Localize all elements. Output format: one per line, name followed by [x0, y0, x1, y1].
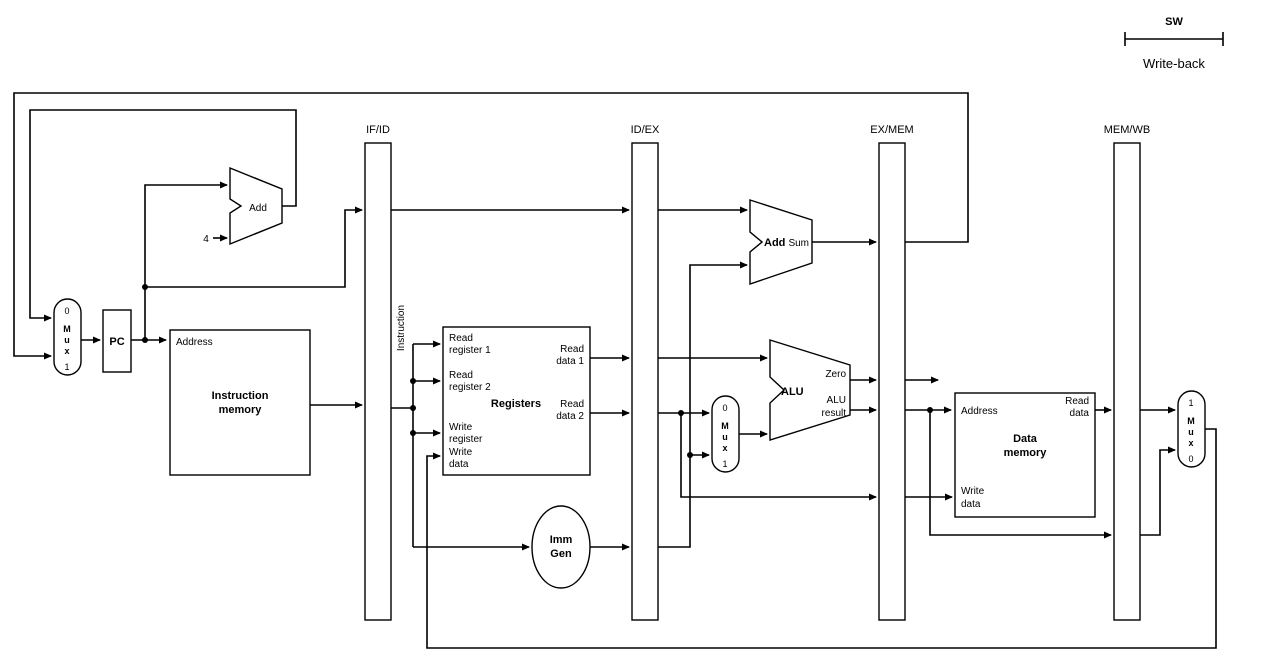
- read-data-2-label-line1: Read: [560, 399, 584, 410]
- alu-result-label-line1: ALU: [827, 395, 846, 406]
- wire-pc-to-adder: [144, 181, 228, 340]
- dmem-read-data-label-line1: Read: [1065, 396, 1089, 407]
- read-register-2-label-line2: register 2: [449, 382, 491, 393]
- wire-imm-to-branch-adder: [658, 261, 748, 548]
- alu-mux-letter-u: u: [722, 432, 728, 442]
- branch-adder: [749, 199, 813, 285]
- alu-mux-input-1-label: 1: [722, 459, 727, 469]
- wb-mux-letter-x: x: [1188, 438, 1193, 448]
- writeback-mux: 1 M u x 0: [1177, 390, 1206, 468]
- dmem-write-data-label-line2: data: [961, 499, 981, 510]
- stage-bracket: [1124, 32, 1224, 46]
- read-data-1-label-line2: data 1: [556, 356, 584, 367]
- writeback-mux-shape: [1177, 390, 1206, 468]
- read-data-1-label-line1: Read: [560, 344, 584, 355]
- pc-adder-label: Add: [249, 203, 267, 214]
- pc-mux-input-1-label: 1: [64, 362, 69, 372]
- imm-gen-label-line2: Gen: [550, 548, 572, 560]
- alu-label: ALU: [781, 386, 804, 398]
- write-data-label-line1: Write: [449, 447, 473, 458]
- alu-shape: [769, 339, 851, 441]
- alu-source-mux-shape: [711, 395, 740, 473]
- imem-name-line2: memory: [219, 404, 263, 416]
- pc-source-mux-shape: [53, 298, 82, 376]
- junction-pc-ifid: [142, 284, 148, 290]
- pc-mux-letter-m: M: [63, 324, 71, 334]
- idex-register: [631, 142, 659, 621]
- stage-name-label: Write-back: [1143, 56, 1205, 71]
- exmem-label: EX/MEM: [870, 124, 913, 136]
- read-register-1-label-line1: Read: [449, 333, 473, 344]
- memwb-label: MEM/WB: [1104, 124, 1150, 136]
- pc-adder: [229, 166, 283, 246]
- pc-mux-letter-u: u: [64, 335, 70, 345]
- pc-mux-input-0-label: 0: [64, 306, 69, 316]
- ifid-register: [364, 142, 392, 621]
- wb-mux-letter-m: M: [1187, 416, 1195, 426]
- dmem-address-port-label: Address: [961, 406, 998, 417]
- wires: [13, 92, 1217, 649]
- wb-mux-input-1-label: 1: [1188, 398, 1193, 408]
- wire-branch-target-feedback: [13, 92, 969, 360]
- imm-gen-shape: [531, 505, 591, 589]
- junction-alu-result: [927, 407, 933, 413]
- pc-label: PC: [109, 336, 124, 348]
- imem-name-line1: Instruction: [212, 390, 269, 402]
- pc-source-mux: 0 M u x 1: [53, 298, 82, 376]
- read-data-2-label-line2: data 2: [556, 411, 584, 422]
- junction-instr-wr: [410, 430, 416, 436]
- idex-label: ID/EX: [631, 124, 660, 136]
- alu-mux-input-0-label: 0: [722, 403, 727, 413]
- data-memory-box: [954, 392, 1096, 518]
- wire-pc-plus-4-feedback: [29, 109, 297, 322]
- imm-gen-label-line1: Imm: [550, 534, 573, 546]
- dmem-write-data-label-line1: Write: [961, 486, 985, 497]
- wire-pc-to-ifid: [145, 206, 363, 288]
- wire-writeback-feedback: [426, 428, 1217, 649]
- dmem-read-data-label-line2: data: [1070, 408, 1090, 419]
- junction-instr-rr2: [410, 378, 416, 384]
- exmem-register: [878, 142, 906, 621]
- wire-alu-result-bypass-to-memwb: [929, 410, 1112, 539]
- registers-box: [442, 326, 591, 476]
- instruction-bus-label: Instruction: [396, 305, 407, 351]
- junction-pc: [142, 337, 148, 343]
- wb-mux-letter-u: u: [1188, 427, 1194, 437]
- alu-mux-letter-m: M: [721, 421, 729, 431]
- instruction-memory-box: [169, 329, 311, 476]
- dmem-name-line1: Data: [1013, 433, 1038, 445]
- branch-adder-sum-label: Sum: [788, 238, 809, 249]
- pc-adder-increment-label: 4: [203, 234, 209, 245]
- junction-dots: [142, 284, 933, 458]
- wire-bypass-to-wb-mux: [1140, 446, 1176, 536]
- imem-address-port-label: Address: [176, 337, 213, 348]
- write-register-label-line1: Write: [449, 422, 473, 433]
- stage-annotation: SW Write-back: [1124, 16, 1224, 71]
- pc-mux-letter-x: x: [64, 346, 69, 356]
- wb-mux-input-0-label: 0: [1188, 454, 1193, 464]
- wire-read-data-2-to-exmem: [680, 413, 877, 501]
- junction-imm: [687, 452, 693, 458]
- alu-zero-label: Zero: [825, 369, 846, 380]
- alu-mux-letter-x: x: [722, 443, 727, 453]
- alu-source-mux: 0 M u x 1: [711, 395, 740, 473]
- instruction-name-label: SW: [1165, 16, 1183, 28]
- alu-result-label-line2: result: [822, 408, 847, 419]
- memwb-register: [1113, 142, 1141, 621]
- junction-read-data-2: [678, 410, 684, 416]
- dmem-name-line2: memory: [1004, 447, 1048, 459]
- ifid-label: IF/ID: [366, 124, 390, 136]
- read-register-2-label-line1: Read: [449, 370, 473, 381]
- junction-instr-main: [410, 405, 416, 411]
- registers-name-label: Registers: [491, 398, 541, 410]
- write-register-label-line2: register: [449, 434, 483, 445]
- branch-adder-label: Add: [764, 237, 785, 249]
- pc-box: [102, 309, 132, 373]
- write-data-label-line2: data: [449, 459, 469, 470]
- read-register-1-label-line2: register 1: [449, 345, 491, 356]
